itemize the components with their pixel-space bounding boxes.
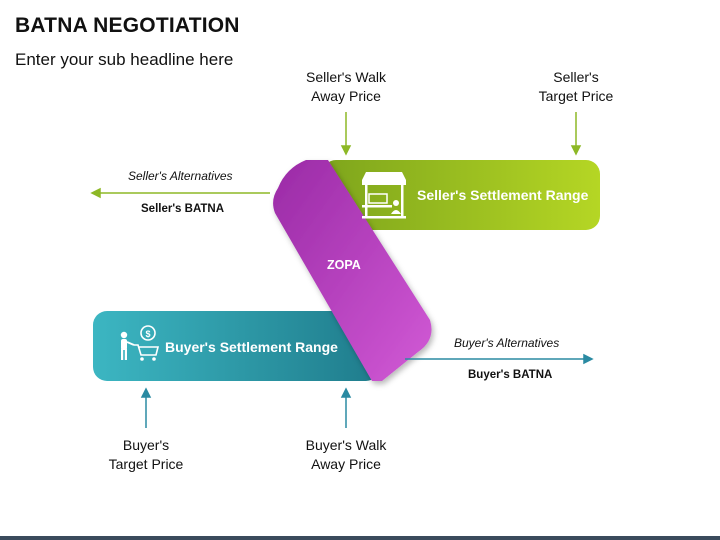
page-title: BATNA NEGOTIATION: [15, 14, 240, 37]
seller-walk-away-arrow: [340, 112, 352, 156]
buyer-walk-away-arrow: [340, 387, 352, 428]
seller-target-arrow: [570, 112, 582, 156]
shopping-cart-icon: $: [120, 325, 160, 361]
shop-icon: [362, 172, 406, 219]
seller-target-price-label: Seller's Target Price: [538, 69, 614, 104]
buyer-alternatives-arrow: [405, 353, 594, 365]
buyer-alternatives-label: Buyer's Alternatives: [454, 336, 560, 350]
seller-alternatives-arrow: [90, 187, 270, 199]
buyer-target-arrow: [140, 387, 152, 428]
buyer-batna-label: Buyer's BATNA: [468, 369, 553, 381]
buyer-target-price-label: Buyer's Target Price: [108, 437, 184, 472]
zopa-label: ZOPA: [327, 258, 361, 272]
seller-settlement-range-label: Seller's Settlement Range: [417, 187, 589, 203]
footer-bar: [0, 536, 720, 540]
page-subtitle: Enter your sub headline here: [15, 50, 234, 69]
buyer-walk-away-price-label: Buyer's Walk Away Price: [305, 437, 387, 472]
buyer-settlement-band: [93, 311, 380, 381]
buyer-settlement-range-label: Buyer's Settlement Range: [165, 339, 338, 355]
seller-batna-label: Seller's BATNA: [141, 203, 225, 215]
svg-text:$: $: [145, 329, 150, 339]
seller-walk-away-price-label: Seller's Walk Away Price: [306, 69, 386, 104]
zopa-ribbon: [273, 160, 432, 381]
seller-alternatives-label: Seller's Alternatives: [128, 169, 233, 183]
